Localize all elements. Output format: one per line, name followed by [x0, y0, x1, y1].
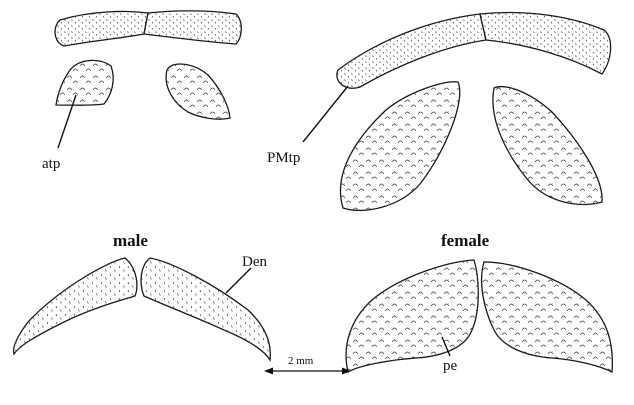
- female-palatine-group: [340, 82, 602, 211]
- pe-label: pe: [443, 358, 458, 374]
- male-dentary-group: [14, 258, 271, 360]
- female-premaxillary-plate-right-texture: [480, 13, 611, 74]
- pmtp-leader-line: [303, 86, 348, 142]
- female-premaxillary-plate-left-texture: [337, 14, 486, 88]
- female-dentary-plate-right-texture: [482, 262, 613, 372]
- male-premaxilla-group: [55, 11, 241, 46]
- female-dentary-plate-left-texture: [346, 260, 478, 372]
- female-dentary-group: [346, 260, 612, 372]
- male-premaxillary-plate-right-texture: [144, 11, 241, 44]
- den-leader-line: [226, 268, 251, 293]
- female-premaxilla-group: [337, 13, 611, 89]
- male-dentary-plate-right-texture: [141, 258, 270, 360]
- female-palatine-plate-right-texture: [493, 87, 602, 205]
- atp-label: atp: [42, 156, 60, 172]
- scale-bar-arrow-left: [264, 368, 273, 375]
- scale-bar: 2 mm: [264, 355, 351, 375]
- male-palatine-plate-left-texture: [56, 60, 113, 105]
- male-palatine-group: [56, 60, 230, 119]
- scale-bar-label: 2 mm: [288, 355, 314, 367]
- pmtp-label: PMtp: [267, 150, 300, 166]
- female-palatine-plate-left-texture: [340, 82, 459, 211]
- male-heading: male: [113, 231, 148, 250]
- female-heading: female: [441, 231, 490, 250]
- den-label: Den: [242, 254, 267, 270]
